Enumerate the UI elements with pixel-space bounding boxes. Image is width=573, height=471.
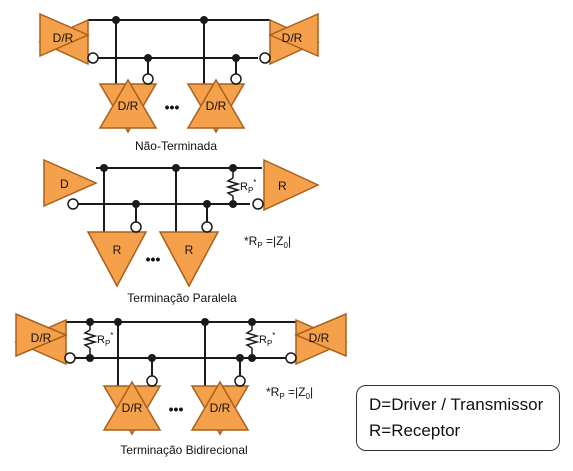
driver-label: D [60,177,69,191]
receiver-triangle-right [294,312,347,358]
receiver-triangle-down [86,231,148,288]
receiver-label: R [278,179,287,193]
inverting-bubble [67,198,79,210]
receiver-triangle-down [158,231,220,288]
receiver-label: R [185,243,194,257]
inverting-bubble [234,375,246,387]
resistor-zigzag [244,329,260,349]
legend-line-receptor: R=Receptor [369,421,461,440]
receiver-triangle-up [190,380,250,431]
section-title: Não-Terminada [135,139,217,153]
receiver-triangle-up [186,78,246,129]
section-terminacao-bidirecional: D/R D/R RP* RP* D/R [14,312,348,457]
resistor-zigzag [225,177,241,197]
receiver-label: R [113,243,122,257]
inverting-bubble [142,73,154,85]
receiver-triangle-left [15,312,68,358]
junction-dot [232,54,240,62]
ellipsis: ••• [146,251,161,267]
section-title: Terminação Bidirecional [120,443,247,457]
rp-formula: *RP =|Z0| [244,234,291,250]
inverting-bubble [130,221,142,233]
junction-dot [236,354,244,362]
junction-dot [144,54,152,62]
transceiver-label: D/R [282,31,303,45]
junction-dot [200,16,208,24]
junction-dot [100,164,108,172]
receiver-triangle [263,158,320,212]
ellipsis: ••• [165,99,180,115]
junction-dot [229,164,237,172]
inverting-bubble [87,52,99,64]
junction-dot [201,318,209,326]
legend-box: D=Driver / Transmissor R=Receptor [356,385,560,451]
section-title: Terminação Paralela [127,291,237,305]
junction-dot [203,200,211,208]
inverting-bubble [285,352,297,364]
transceiver-label: D/R [31,331,52,345]
ellipsis: ••• [169,401,184,417]
junction-dot [248,354,256,362]
inverting-bubble [230,73,242,85]
legend-line-driver: D=Driver / Transmissor [369,395,544,414]
resistor-label: RP* [259,331,275,348]
driver-triangle [43,158,98,208]
transceiver-label: D/R [118,99,139,113]
section-terminacao-paralela: D R RP* R R ••• *RP =|Z0| Terminação Par… [43,158,320,305]
resistor-zigzag [82,329,98,349]
transceiver-label: D/R [309,331,330,345]
receiver-triangle-left [39,12,90,58]
section-nao-terminada: D/R D/R D/R D/R ••• Não-Terminada [38,12,320,153]
inverting-bubble [201,221,213,233]
inverting-bubble [252,198,264,210]
transceiver-label: D/R [206,99,227,113]
transceiver-label: D/R [53,31,74,45]
inverting-bubble [259,52,271,64]
junction-dot [148,354,156,362]
transceiver-label: D/R [210,401,231,415]
receiver-triangle-up [102,380,162,431]
inverting-bubble [146,375,158,387]
junction-dot [112,16,120,24]
junction-dot [86,354,94,362]
junction-dot [86,318,94,326]
resistor-label: RP* [97,331,113,348]
receiver-triangle-up [98,78,158,129]
transceiver-label: D/R [122,401,143,415]
junction-dot [248,318,256,326]
rp-formula: *RP =|Z0| [266,385,313,401]
inverting-bubble [64,352,76,364]
resistor-label: RP* [240,178,256,195]
receiver-triangle-right [268,12,319,58]
junction-dot [172,164,180,172]
junction-dot [132,200,140,208]
junction-dot [114,318,122,326]
junction-dot [229,200,237,208]
